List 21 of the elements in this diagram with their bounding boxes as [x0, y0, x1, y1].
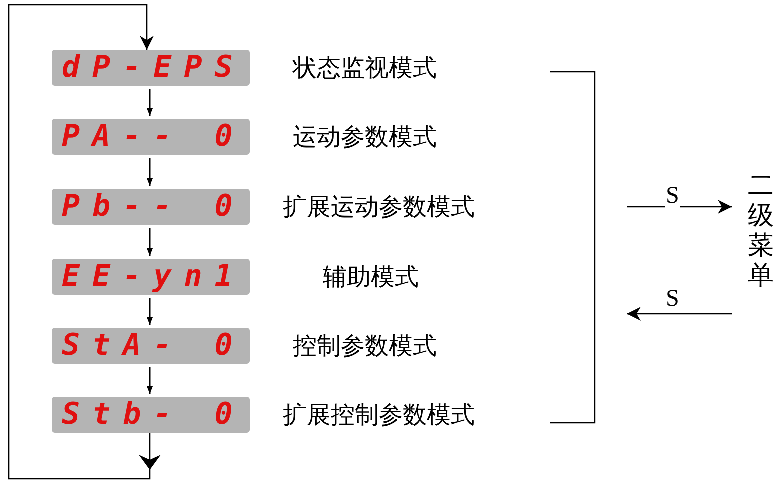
display-readout: dP-EPS — [62, 51, 246, 85]
arrow — [146, 158, 154, 186]
arrow — [146, 228, 154, 256]
display-readout: PA-- 0 — [62, 120, 246, 154]
mode-label: 扩展运动参数模式 — [283, 192, 475, 223]
display-readout: StA- 0 — [62, 329, 246, 363]
mode-label: 扩展控制参数模式 — [283, 400, 475, 431]
arrow — [627, 200, 732, 214]
menu-label: 二级菜单 — [748, 172, 774, 292]
edge-label: S — [665, 184, 680, 208]
mode-label: 辅助模式 — [323, 262, 419, 293]
mode-label: 控制参数模式 — [293, 331, 437, 362]
arrow — [146, 89, 154, 116]
display-readout: Pb-- 0 — [62, 190, 246, 224]
display-readout: EE-yn1 — [62, 260, 246, 294]
arrow — [146, 298, 154, 325]
arrow — [627, 307, 732, 321]
mode-label: 状态监视模式 — [293, 53, 437, 84]
arrow — [146, 367, 154, 394]
mode-label: 运动参数模式 — [293, 122, 437, 153]
display-readout: Stb- 0 — [62, 398, 246, 432]
